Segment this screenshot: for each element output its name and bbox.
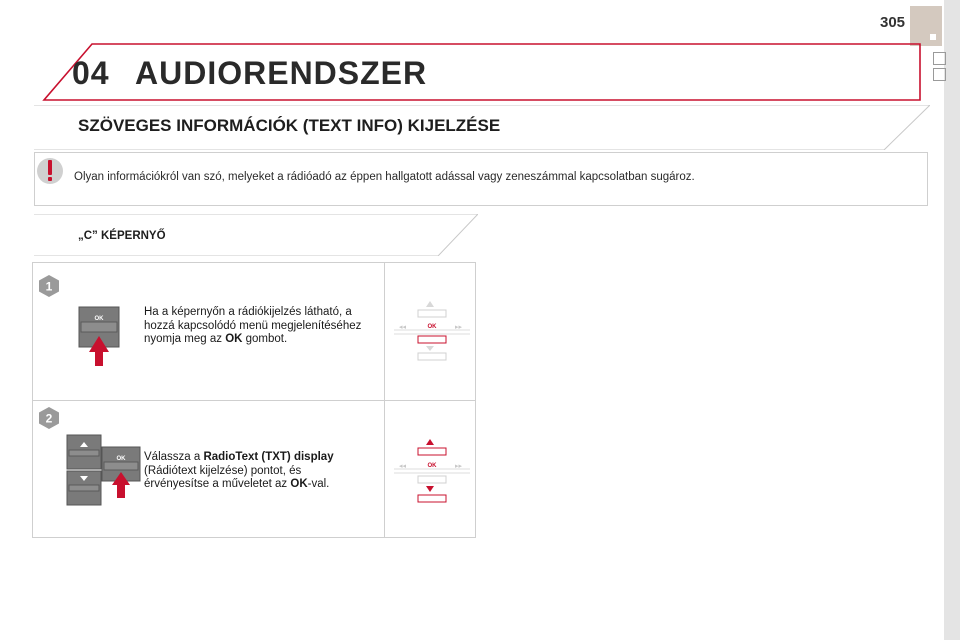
up-key-icon [80, 442, 88, 447]
rewind-icon: ◂◂ [399, 463, 407, 470]
ok-key-label-2: OK [117, 456, 127, 462]
section-header-frame [34, 105, 930, 150]
steps-table [32, 262, 476, 538]
ok-key-illustration: OK [78, 306, 120, 366]
column-divider [384, 263, 385, 537]
page-number: 305 [880, 14, 906, 31]
rewind-icon: ◂◂ [399, 324, 407, 331]
arrow-ok-keys-illustration: OK [66, 434, 141, 506]
chapter-number: 04 [72, 55, 110, 91]
step-2-text-part: Válassza a [144, 451, 204, 463]
chapter-header-frame [42, 43, 921, 101]
step-number-2: 2 [46, 412, 53, 426]
step-2-text: Válassza a RadioText (TXT) display (Rádi… [144, 451, 369, 492]
selected-item-box [417, 335, 447, 344]
down-key-icon [80, 476, 88, 481]
down-arrow-icon [426, 486, 434, 492]
step-2-text-end: -val. [307, 478, 330, 490]
step-2-ok-label: OK [290, 478, 308, 490]
forward-icon: ▸▸ [455, 324, 463, 331]
step-2-option-label: RadioText (TXT) display [203, 451, 334, 463]
warning-icon [37, 158, 63, 184]
screen-diagram-1: ◂◂ ▸▸ OK [394, 301, 470, 361]
step-badge-1: 1 [39, 275, 59, 297]
margin-box-icon [933, 68, 946, 81]
ok-screen-label: OK [428, 324, 438, 330]
up-arrow-icon [426, 439, 434, 445]
section-title: SZÖVEGES INFORMÁCIÓK (TEXT INFO) KIJELZÉ… [78, 116, 501, 135]
note-box [34, 152, 928, 206]
step-2-text-mid: (Rádiótext kijelzése) pontot, és érvénye… [144, 464, 302, 491]
step-1-text-end: gombot. [242, 333, 288, 345]
step-1-text: Ha a képernyőn a rádiókijelzés látható, … [144, 306, 369, 347]
up-arrow-icon [426, 301, 434, 307]
step-1-ok-label: OK [225, 333, 243, 345]
subsection-title: „C” KÉPERNYŐ [78, 230, 166, 242]
step-1-text-part: Ha a képernyőn a rádiókijelzés látható, … [144, 306, 362, 345]
ok-key-label: OK [95, 316, 105, 322]
ok-screen-label: OK [428, 463, 438, 469]
note-text: Olyan információkról van szó, melyeket a… [74, 171, 695, 183]
chapter-title: AUDIORENDSZER [135, 55, 428, 91]
margin-box-icon [933, 52, 946, 65]
screen-diagram-2: ◂◂ ▸▸ OK [394, 439, 470, 503]
subsection-header-frame [34, 214, 478, 256]
forward-icon: ▸▸ [455, 463, 463, 470]
corner-tab [910, 6, 942, 46]
corner-square [930, 34, 936, 40]
step-divider [33, 400, 475, 401]
step-badge-2: 2 [39, 407, 59, 429]
down-arrow-icon [426, 346, 434, 351]
press-arrow-icon [89, 336, 109, 366]
side-bar [944, 0, 960, 640]
press-arrow-icon [112, 472, 130, 498]
step-number-1: 1 [46, 280, 53, 294]
